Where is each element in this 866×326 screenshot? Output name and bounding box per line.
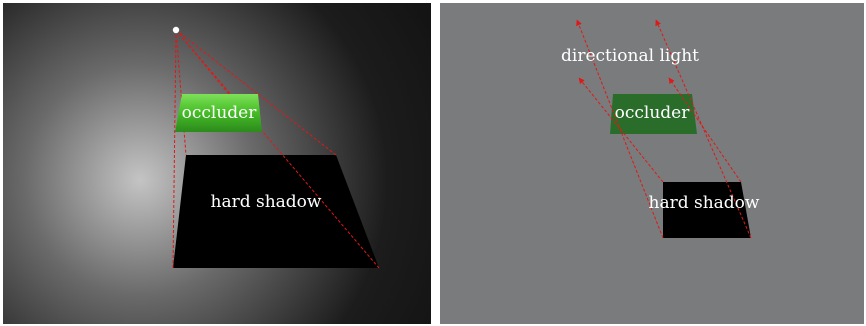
ray-arrow: [576, 19, 664, 239]
hard-shadow-label: hard shadow: [649, 193, 760, 213]
directional-light-rays: [576, 19, 752, 239]
occluder-shape: [610, 94, 697, 134]
hard-shadow-shape: [173, 155, 379, 268]
point-light-source: [172, 26, 180, 34]
directional-light-label: directional light: [561, 46, 699, 66]
hard-shadow-label: hard shadow: [211, 192, 322, 212]
hard-shadow-shape: [663, 182, 751, 238]
occluder-shape: [175, 94, 262, 132]
ray: [175, 29, 337, 156]
ray-arrow: [578, 77, 664, 183]
point-light-panel: occluder hard shadow: [3, 3, 431, 324]
occluder-label: occluder: [615, 103, 691, 123]
ray: [175, 29, 380, 269]
ray-arrow: [668, 77, 742, 183]
ray: [175, 29, 187, 156]
occluder-label: occluder: [182, 103, 258, 123]
directional-light-panel: directional light occluder hard shadow: [440, 3, 864, 324]
right-background: [440, 3, 864, 324]
